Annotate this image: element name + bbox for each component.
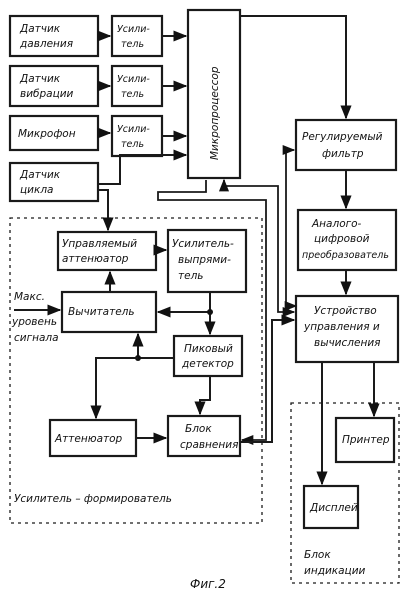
cycle-sensor-block: Датчик цикла — [8, 161, 100, 203]
control-unit-label-1: Устройство — [314, 305, 377, 317]
amplifier-3-label-1: Усили- — [117, 124, 150, 135]
arrow-peak-to-comparator — [194, 376, 211, 416]
vibration-sensor-label-1: Датчик — [19, 73, 61, 85]
arrow-peak-to-subtractor — [132, 332, 174, 359]
cycle-sensor-label-2: цикла — [20, 184, 53, 196]
attenuator-block: Аттенюатор — [48, 418, 138, 458]
amp-rectifier-block: Усилитель- выпрями- тель — [166, 228, 248, 294]
amplifier-3-label-2: тель — [121, 139, 144, 150]
arrow-mp-to-filter — [240, 15, 352, 120]
microphone-block: Микрофон — [8, 114, 100, 152]
amp-rectifier-label-3: тель — [178, 270, 203, 282]
comparator-block: Блок сравнения — [166, 414, 242, 458]
subtractor-label: Вычитатель — [68, 306, 135, 318]
vibration-sensor-label-2: вибрации — [20, 88, 74, 100]
pressure-sensor-label-1: Датчик — [19, 23, 61, 35]
arrow-cycle-to-mp — [98, 149, 188, 185]
adc-block: Аналого- цифровой преобразователь — [296, 208, 398, 272]
peak-detector-label-2: детектор — [181, 358, 234, 370]
controlled-attenuator-label-2: аттенюатор — [62, 253, 129, 265]
indication-group-label-2: индикации — [304, 565, 366, 577]
junction-rectifier — [207, 309, 213, 315]
arrow-control-mp-link — [218, 178, 296, 318]
amplifier-2-label-1: Усили- — [117, 74, 150, 85]
amplifier-1-label-1: Усили- — [117, 24, 150, 35]
arrow-peak-to-attenuator — [90, 357, 138, 420]
display-label: Дисплей — [309, 502, 358, 514]
indication-group-boundary — [290, 402, 400, 584]
shaper-group-boundary — [9, 217, 263, 524]
max-level-label-2: уровень — [11, 316, 57, 328]
adc-label-3: преобразователь — [302, 250, 389, 261]
microprocessor-block: Микропроцессор — [186, 8, 242, 180]
cycle-sensor-label-1: Датчик — [19, 169, 61, 181]
pressure-sensor-block: Датчик давления — [8, 14, 100, 58]
amplifier-2-label-2: тель — [121, 89, 144, 100]
control-unit-label-3: вычисления — [314, 337, 380, 349]
comparator-label-1: Блок — [185, 423, 212, 435]
indication-group-label-1: Блок — [304, 549, 331, 561]
pressure-sensor-label-2: давления — [19, 38, 73, 50]
controlled-attenuator-label-1: Управляемый — [62, 238, 137, 250]
printer-block: Принтер — [334, 416, 396, 464]
attenuator-label: Аттенюатор — [54, 433, 123, 445]
control-unit-label-2: управления и — [303, 321, 380, 333]
adc-label-1: Аналого- — [311, 218, 362, 230]
max-level-label-3: сигнала — [14, 332, 59, 344]
shaper-group-label: Усилитель – формирователь — [14, 493, 172, 505]
amp-rectifier-label-2: выпрями- — [178, 254, 231, 266]
microprocessor-label: Микропроцессор — [209, 66, 221, 160]
adc-label-2: цифровой — [314, 233, 370, 245]
peak-detector-block: Пиковый детектор — [172, 334, 244, 378]
amplifier-1-label-2: тель — [121, 39, 144, 50]
subtractor-block: Вычитатель — [60, 290, 158, 334]
amplifier-1-block: Усили- тель — [110, 14, 164, 58]
display-block: Дисплей — [302, 484, 360, 530]
adjustable-filter-label-1: Регулируемый — [302, 131, 383, 143]
printer-label: Принтер — [342, 434, 390, 446]
arrow-control-filter-link — [282, 144, 298, 312]
peak-detector-label-1: Пиковый — [184, 343, 233, 355]
amplifier-2-block: Усили- тель — [110, 64, 164, 108]
arrow-mp-to-comparator — [157, 180, 267, 446]
controlled-attenuator-block: Управляемый аттенюатор — [56, 230, 158, 272]
amp-rectifier-label-1: Усилитель- — [172, 238, 234, 250]
arrow-comparator-to-control — [240, 314, 296, 443]
control-unit-block: Устройство управления и вычисления — [294, 294, 400, 364]
adjustable-filter-block: Регулируемый фильтр — [294, 118, 398, 172]
arrow-cycle-to-attenuator — [98, 189, 114, 232]
amplifier-3-block: Усили- тель — [110, 114, 164, 158]
vibration-sensor-block: Датчик вибрации — [8, 64, 100, 108]
figure-caption: Фиг.2 — [190, 577, 226, 591]
microphone-label: Микрофон — [18, 128, 76, 140]
max-level-label-1: Макс. — [14, 291, 45, 303]
comparator-label-2: сравнения — [180, 439, 238, 451]
adjustable-filter-label-2: фильтр — [322, 148, 364, 160]
